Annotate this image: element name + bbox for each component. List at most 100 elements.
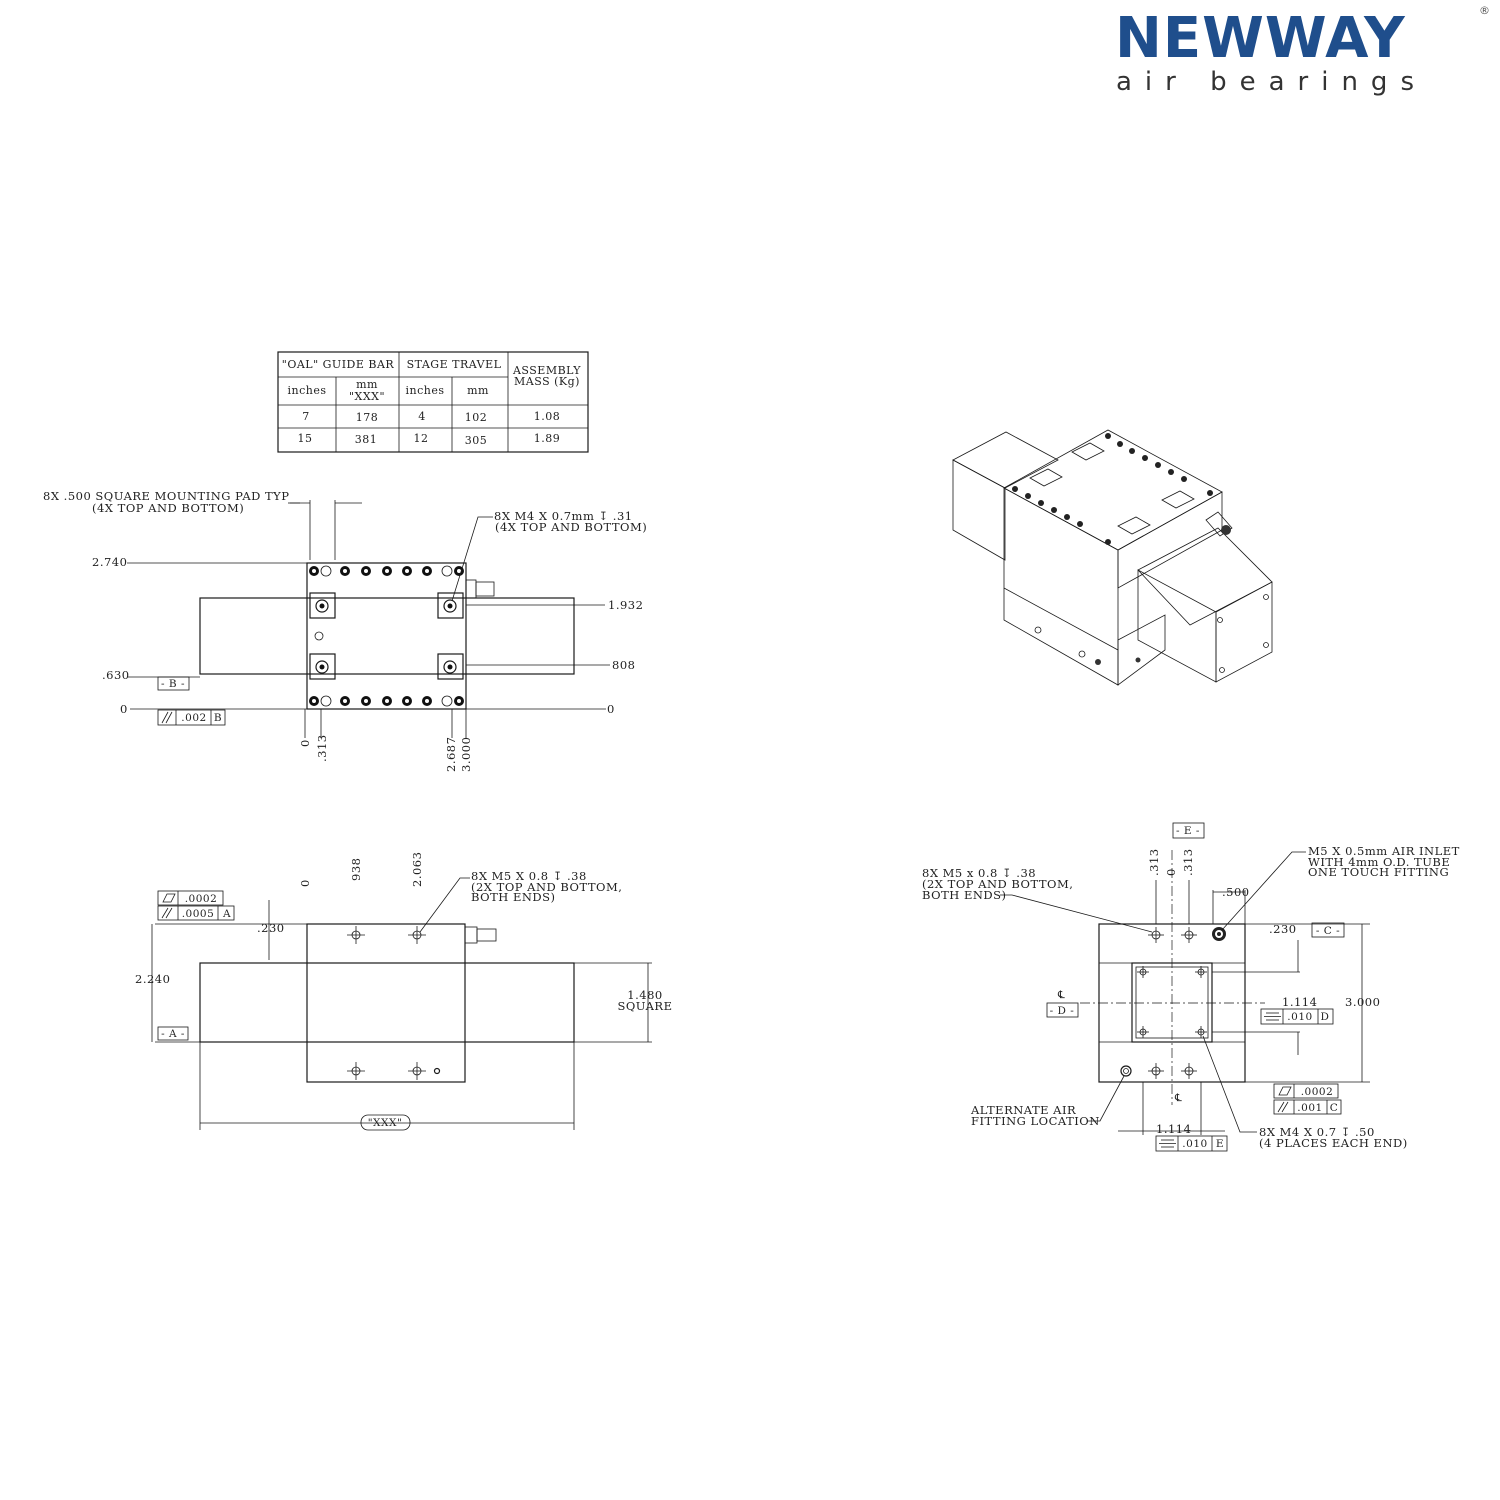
inlet-note-2: WITH 4mm O.D. TUBE xyxy=(1308,855,1450,869)
side-thread-2: (2X TOP AND BOTTOM, xyxy=(471,880,622,894)
pad-note-2: (4X TOP AND BOTTOM) xyxy=(92,501,244,515)
top-view: 8X .500 SQUARE MOUNTING PAD TYP (4X TOP … xyxy=(43,489,647,772)
end-bottom-note-2: (4 PLACES EACH END) xyxy=(1259,1136,1408,1150)
x-dim-938: 938 xyxy=(349,858,363,881)
isometric-view xyxy=(952,429,1273,686)
logo-brand: NEWWAY xyxy=(1115,6,1406,71)
dim-2740: 2.740 xyxy=(92,555,127,569)
sym-ref-right: D xyxy=(1321,1011,1330,1023)
symmetry-frame-bottom: .010 E xyxy=(1155,1135,1228,1152)
datum-e-box xyxy=(1172,822,1205,839)
mounting-pads xyxy=(309,592,464,680)
end-view: - E - .313 0 .313 .500 3.000 .230 - C - … xyxy=(922,822,1460,1152)
x-dim-2687: 2.687 xyxy=(444,737,458,772)
table-cell: 15 xyxy=(298,432,313,445)
dim-230: .230 xyxy=(1269,922,1297,936)
dim-808: 808 xyxy=(612,658,635,672)
table-cell: 178 xyxy=(356,411,379,424)
table-cell: 4 xyxy=(418,410,426,423)
dim-zero-right: 0 xyxy=(607,702,615,716)
dim-1114-bottom: 1.114 xyxy=(1156,1122,1191,1136)
centerline-d: ℄ xyxy=(1057,989,1065,1001)
table-sub-mm-2: "XXX" xyxy=(349,390,385,403)
registered-mark: ® xyxy=(1479,4,1490,17)
end-par-ref: C xyxy=(1330,1102,1339,1114)
alt-fitting-1: ALTERNATE AIR xyxy=(970,1103,1076,1117)
side-guide-bar xyxy=(199,962,575,1043)
logo-tagline: air bearings xyxy=(1116,67,1427,97)
thread-note-1: 8X M4 X 0.7mm ↧ .31 xyxy=(494,509,633,523)
side-thread-1: 8X M5 X 0.8 ↧ .38 xyxy=(471,869,587,883)
table-cell: 381 xyxy=(355,433,378,446)
x-dim-0: 0 xyxy=(298,739,312,747)
datum-e: - E - xyxy=(1176,825,1200,837)
x-dim-0: 0 xyxy=(298,879,312,887)
table-header-mass-2: MASS (Kg) xyxy=(514,375,580,388)
side-carriage xyxy=(306,923,466,1083)
v-0: 0 xyxy=(1164,868,1178,876)
parallelism-frame: .002 B xyxy=(157,709,226,726)
table-header-guide-bar: "OAL" GUIDE BAR xyxy=(282,358,395,371)
table-sub-travel-mm: mm xyxy=(467,384,489,397)
pad-note-1: 8X .500 SQUARE MOUNTING PAD TYP xyxy=(43,489,290,503)
end-thread-2: (2X TOP AND BOTTOM, xyxy=(922,877,1073,891)
dim-230: .230 xyxy=(257,921,285,935)
length-label-box xyxy=(360,1114,411,1131)
par-tol: .0005 xyxy=(182,908,215,920)
end-thread-1: 8X M5 x 0.8 ↧ .38 xyxy=(922,866,1036,880)
par-ref: A xyxy=(222,908,231,920)
carriage-body xyxy=(306,562,467,710)
side-holes xyxy=(347,926,441,1080)
iso-left-face xyxy=(1003,487,1119,686)
datum-c-box xyxy=(1311,922,1345,938)
end-bottom-note-1: 8X M4 X 0.7 ↧ .50 xyxy=(1259,1125,1375,1139)
end-par-tol: .001 xyxy=(1297,1102,1322,1114)
end-flatness-frame: .0002 .001 C xyxy=(1273,1083,1342,1115)
table-cell: 305 xyxy=(465,434,488,447)
hole-row-top xyxy=(309,565,464,577)
v-313-left: .313 xyxy=(1147,848,1161,876)
alt-fitting-2: FITTING LOCATION xyxy=(971,1114,1100,1128)
sym-ref-bottom: E xyxy=(1216,1138,1224,1150)
guide-bar xyxy=(199,597,575,675)
tol-ref: B xyxy=(214,712,222,724)
end-thread-3: BOTH ENDS) xyxy=(922,888,1007,902)
end-holes xyxy=(1120,927,1226,1079)
tol-value: .002 xyxy=(181,712,206,724)
datum-a: - A - xyxy=(161,1028,185,1040)
table-cell: 12 xyxy=(414,432,429,445)
dim-1932: 1.932 xyxy=(608,598,643,612)
side-view: .0002 .0005 A .230 2.240 - A - 0 938 2.0… xyxy=(135,852,672,1131)
dim-3000: 3.000 xyxy=(1345,995,1380,1009)
inlet-note-1: M5 X 0.5mm AIR INLET xyxy=(1308,844,1460,858)
sym-tol-right: .010 xyxy=(1287,1011,1312,1023)
datum-d: - D - xyxy=(1050,1005,1075,1017)
table-cell: 7 xyxy=(302,410,310,423)
table-cell: 1.08 xyxy=(534,410,561,423)
dim-2240: 2.240 xyxy=(135,972,170,986)
square-1: 1.480 xyxy=(627,988,662,1002)
table-cell: 102 xyxy=(465,411,488,424)
hole-row-bottom xyxy=(309,695,464,707)
dim-630: .630 xyxy=(102,668,130,682)
table-sub-inches: inches xyxy=(287,384,326,397)
sym-tol-bottom: .010 xyxy=(1182,1138,1207,1150)
datum-a-box xyxy=(157,1026,189,1041)
dim-500: .500 xyxy=(1222,885,1250,899)
table-header-mass-1: ASSEMBLY xyxy=(512,364,581,377)
company-logo: NEWWAY ® air bearings xyxy=(1115,4,1490,97)
dim-zero-left: 0 xyxy=(120,702,128,716)
x-dim-313: .313 xyxy=(315,734,329,762)
x-dim-3000: 3.000 xyxy=(459,737,473,772)
datum-b-box xyxy=(157,676,190,691)
table-header-stage-travel: STAGE TRAVEL xyxy=(407,358,502,371)
table-cell: 1.89 xyxy=(534,432,561,445)
square-2: SQUARE xyxy=(617,999,672,1013)
length-label: "XXX" xyxy=(368,1117,403,1129)
datum-c: - C - xyxy=(1316,925,1340,937)
flat-tol: .0002 xyxy=(185,893,218,905)
end-flat-tol: .0002 xyxy=(1301,1086,1334,1098)
table-sub-mm-1: mm xyxy=(356,378,378,391)
thread-note-2: (4X TOP AND BOTTOM) xyxy=(495,520,647,534)
